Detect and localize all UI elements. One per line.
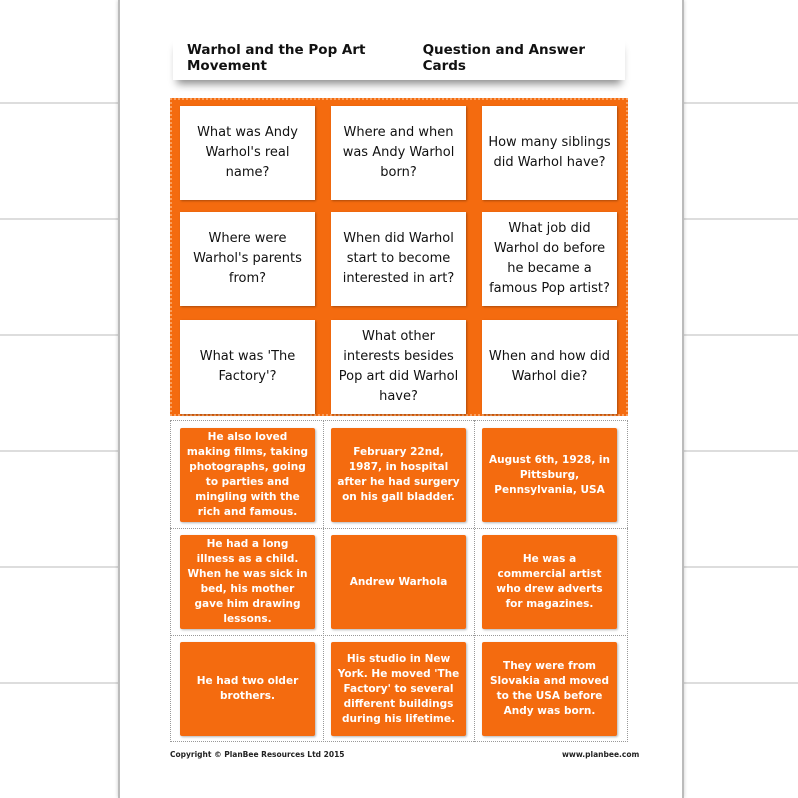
answer-card: He also loved making films, taking photo…	[180, 428, 315, 522]
answer-card: August 6th, 1928, in Pittsburg, Pennsylv…	[482, 428, 617, 522]
question-card: What other interests besides Pop art did…	[331, 320, 466, 414]
answer-card: February 22nd, 1987, in hospital after h…	[331, 428, 466, 522]
question-card: Where and when was Andy Warhol born?	[331, 106, 466, 200]
cut-line	[170, 635, 628, 636]
answer-card: He was a commercial artist who drew adve…	[482, 535, 617, 629]
question-card: When did Warhol start to become interest…	[331, 212, 466, 306]
cut-line	[170, 528, 628, 529]
question-card: How many siblings did Warhol have?	[482, 106, 617, 200]
question-card: What was 'The Factory'?	[180, 320, 315, 414]
answer-cards-grid	[170, 420, 628, 742]
question-card: Where were Warhol's parents from?	[180, 212, 315, 306]
cut-line	[474, 420, 475, 742]
answer-card: Andrew Warhola	[331, 535, 466, 629]
worksheet-subtitle: Question and Answer Cards	[422, 42, 585, 74]
worksheet-title: Warhol and the Pop Art Movement	[187, 42, 366, 74]
question-card: When and how did Warhol die?	[482, 320, 617, 414]
answer-card: He had a long illness as a child. When h…	[180, 535, 315, 629]
answer-card: His studio in New York. He moved 'The Fa…	[331, 642, 466, 736]
answer-card: He had two older brothers.	[180, 642, 315, 736]
question-card: What was Andy Warhol's real name?	[180, 106, 315, 200]
cut-line	[323, 420, 324, 742]
copyright: Copyright © PlanBee Resources Ltd 2015	[170, 750, 345, 759]
question-card: What job did Warhol do before he became …	[482, 212, 617, 306]
answer-card: They were from Slovakia and moved to the…	[482, 642, 617, 736]
website: www.planbee.com	[562, 750, 640, 759]
worksheet-header: Warhol and the Pop Art Movement Question…	[173, 36, 625, 80]
